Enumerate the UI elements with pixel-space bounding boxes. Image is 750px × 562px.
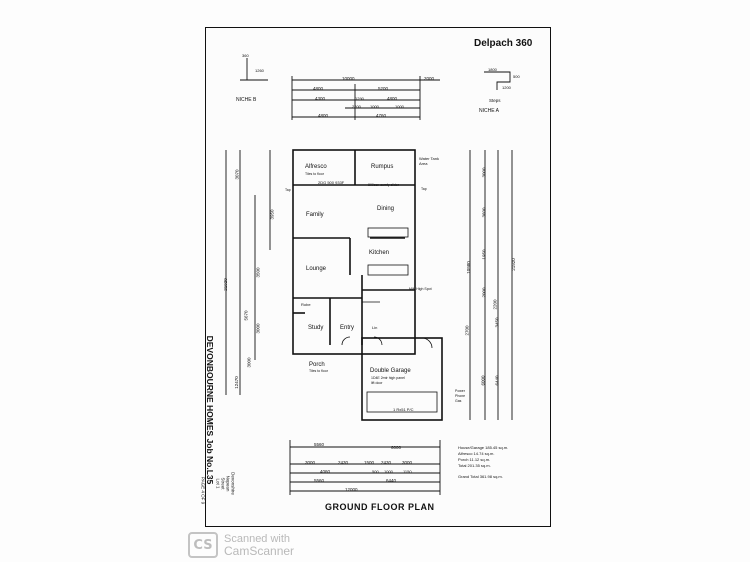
watermark-line-1: Scanned with [224, 533, 291, 545]
dim-top-i: 4800 [318, 113, 329, 118]
area-porch: Porch 11.12 sq.m. [458, 457, 491, 462]
dim-top-right: 2000 [424, 76, 435, 81]
dim-bot-g: 3000 [402, 460, 413, 465]
note-bifold: 2DG 500 933F [318, 180, 345, 185]
note-roller: 1 Rx51 P/C [393, 407, 414, 412]
room-water-tank: Water Tank Area [419, 156, 440, 166]
dim-top-c: 4300 [315, 96, 326, 101]
dim-niche-b-h: 1260 [255, 68, 264, 73]
dim-bot-a: 5560 [314, 442, 325, 447]
room-dining: Dining [377, 206, 395, 212]
note-mw: MW High Spot [409, 287, 432, 291]
dim-top-d: 4800 [387, 96, 398, 101]
dim-top-overall: 10000 [342, 76, 355, 81]
area-house: House/Garage 185.45 sq.m. [458, 445, 509, 450]
area-total: Total 201.35 sq.m. [458, 463, 491, 468]
room-lounge: Lounge [306, 266, 327, 272]
area-grand: Grand Total 361.98 sq.m. [458, 474, 503, 479]
dim-top-e: 1290 [355, 96, 364, 101]
dim-top-a: 4800 [313, 86, 324, 91]
niche-a-label: NICHE A [479, 108, 500, 114]
room-alfresco: Alfresco [305, 164, 327, 170]
dim-top-b: 5200 [378, 86, 389, 91]
camscanner-logo: CS [188, 532, 218, 558]
watermark-line-2: CamScanner [224, 544, 295, 558]
niche-b-label: NICHE B [236, 97, 257, 103]
note-tap-left: Tap [285, 188, 291, 192]
dim-bot-c: 3000 [305, 460, 316, 465]
room-porch: Porch [309, 362, 325, 368]
model-name: Delpach 360 [474, 38, 533, 49]
dim-niche-a-d: 1200 [502, 85, 511, 90]
camscanner-watermark: CS Scanned with CamScanner [188, 532, 294, 558]
dim-bot-m: 6440 [386, 478, 397, 483]
dim-bot-f: 2430 [381, 460, 392, 465]
dim-bot-d: 2430 [338, 460, 349, 465]
dim-niche-a-h: 500 [513, 74, 520, 79]
dim-top-f: 2200 [352, 104, 361, 109]
dim-bot-k: 1150 [403, 469, 412, 474]
room-family: Family [306, 212, 324, 218]
room-robe: Robe [301, 302, 311, 307]
dim-top-g: 1000 [370, 104, 379, 109]
dim-bot-b: 6000 [391, 445, 402, 450]
room-linen: Lin [372, 325, 378, 330]
dim-niche-b-w: 360 [242, 53, 249, 58]
dim-bot-overall: 12000 [345, 487, 358, 492]
drawing-sheet [205, 27, 551, 527]
note-tap-right: Tap [421, 187, 427, 191]
note-garage-door: 1D4E 2mtr high panel lift door [371, 376, 405, 385]
room-study: Study [308, 325, 324, 331]
room-power-phone: Power Phone Gas [455, 389, 466, 403]
dim-niche-a-w: 1800 [488, 67, 497, 72]
drawing-title: GROUND FLOOR PLAN [325, 502, 435, 512]
room-alfresco-note: Tiles to floor [305, 172, 324, 176]
dim-bot-i: 500 [372, 469, 379, 474]
dim-bot-e: 1500 [364, 460, 375, 465]
room-porch-note: Tiles to floor [309, 369, 328, 373]
room-entry: Entry [340, 325, 355, 331]
room-rumpus: Rumpus [371, 164, 394, 170]
dim-bot-j: 1000 [384, 469, 393, 474]
dim-bot-h: 4060 [320, 469, 331, 474]
niche-a-steps: Steps [489, 98, 501, 103]
dim-top-j: 4760 [376, 113, 387, 118]
dim-bot-l: 5560 [314, 478, 325, 483]
area-alfresco: Alfresco 14.74 sq.m. [458, 451, 495, 456]
room-kitchen: Kitchen [369, 250, 390, 256]
dim-top-h: 1000 [395, 104, 404, 109]
room-double-garage: Double Garage [370, 368, 411, 374]
